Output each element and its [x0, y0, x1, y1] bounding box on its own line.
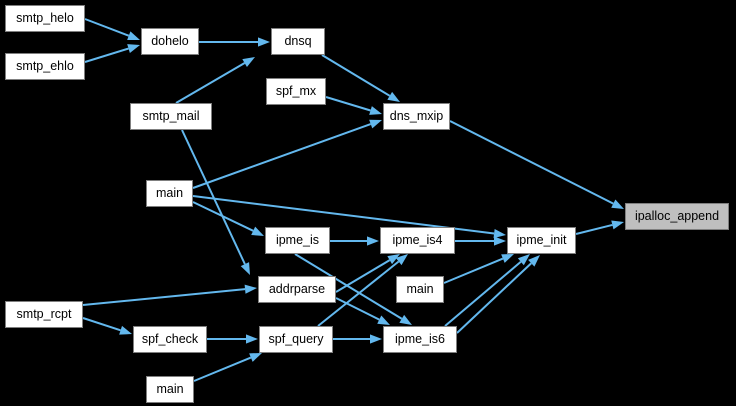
graph-edge-ipme_is-to-ipme_is6	[294, 253, 412, 325]
graph-edge-ipme_is-to-ipme_is4	[330, 236, 379, 246]
graph-edge-dns_mxip-to-ipalloc_append	[449, 120, 624, 209]
graph-node-label: main	[406, 282, 434, 297]
graph-edge-ipme_is6-to-ipme_init	[444, 254, 530, 327]
graph-node-label: spf_query	[268, 332, 324, 347]
graph-edge-smtp_mail-to-dnsq	[175, 57, 255, 104]
graph-edge-smtp_mail-to-addrparse	[181, 129, 250, 275]
graph-node-label: dohelo	[151, 34, 189, 49]
graph-node-ipme_is6[interactable]: ipme_is6	[383, 326, 457, 353]
graph-edge-spf_mx-to-dns_mxip	[325, 96, 382, 115]
graph-node-label: smtp_rcpt	[16, 307, 72, 322]
graph-edge-dnsq-to-dns_mxip	[321, 54, 400, 102]
graph-node-label: smtp_ehlo	[16, 59, 74, 74]
graph-node-main_bottom[interactable]: main	[146, 376, 194, 403]
graph-edge-spf_query-to-ipme_is6	[333, 334, 382, 344]
graph-edge-addrparse-to-ipme_is6	[335, 297, 390, 325]
graph-node-label: ipme_init	[516, 233, 567, 248]
graph-edge-smtp_rcpt-to-spf_check	[82, 317, 132, 335]
graph-node-label: dnsq	[284, 34, 312, 49]
graph-node-dns_mxip[interactable]: dns_mxip	[383, 103, 450, 130]
graph-node-label: smtp_helo	[16, 11, 74, 26]
graph-node-dnsq[interactable]: dnsq	[271, 28, 325, 55]
graph-edge-ipme_is6-to-ipme_init	[456, 255, 540, 334]
graph-edge-ipme_init-to-ipalloc_append	[575, 220, 624, 235]
graph-edge-addrparse-to-ipme_is4	[335, 254, 400, 293]
graph-node-smtp_ehlo[interactable]: smtp_ehlo	[5, 53, 85, 80]
graph-node-ipme_init[interactable]: ipme_init	[507, 227, 576, 254]
graph-node-smtp_rcpt[interactable]: smtp_rcpt	[5, 301, 83, 328]
graph-node-ipalloc_append[interactable]: ipalloc_append	[625, 203, 729, 230]
graph-node-main_center[interactable]: main	[396, 276, 444, 303]
graph-edge-main_mid-to-dns_mxip	[192, 119, 382, 189]
graph-node-label: main	[155, 186, 184, 201]
graph-node-label: smtp_mail	[142, 109, 200, 124]
graph-node-label: ipalloc_append	[634, 209, 720, 224]
graph-edge-smtp_rcpt-to-addrparse	[82, 284, 257, 306]
graph-node-dohelo[interactable]: dohelo	[141, 28, 199, 55]
graph-node-smtp_helo[interactable]: smtp_helo	[5, 5, 85, 32]
graph-edge-main_bottom-to-spf_query	[193, 353, 262, 382]
graph-node-label: addrparse	[268, 282, 326, 297]
graph-node-addrparse[interactable]: addrparse	[258, 276, 336, 303]
graph-node-spf_check[interactable]: spf_check	[133, 326, 207, 353]
graph-node-label: main	[156, 382, 184, 397]
graph-node-label: ipme_is	[275, 233, 320, 248]
graph-node-label: spf_check	[141, 332, 199, 347]
graph-edge-smtp_ehlo-to-dohelo	[84, 44, 140, 63]
graph-node-label: spf_mx	[275, 84, 317, 99]
graph-edge-spf_check-to-spf_query	[207, 334, 258, 344]
graph-node-label: ipme_is6	[394, 332, 446, 347]
graph-edge-ipme_is4-to-ipme_init	[455, 236, 506, 246]
graph-node-spf_mx[interactable]: spf_mx	[266, 78, 326, 105]
graph-edge-dohelo-to-dnsq	[199, 37, 270, 47]
graph-edge-spf_query-to-ipme_is4	[317, 254, 408, 327]
graph-node-label: ipme_is4	[392, 233, 443, 248]
graph-node-main_mid[interactable]: main	[146, 180, 193, 207]
graph-edge-smtp_helo-to-dohelo	[84, 18, 140, 41]
graph-node-smtp_mail[interactable]: smtp_mail	[130, 103, 212, 130]
graph-node-ipme_is4[interactable]: ipme_is4	[380, 227, 455, 254]
graph-node-spf_query[interactable]: spf_query	[259, 326, 333, 353]
graph-edge-main_center-to-ipme_init	[443, 254, 514, 284]
graph-node-label: dns_mxip	[389, 109, 444, 124]
graph-node-ipme_is[interactable]: ipme_is	[265, 227, 330, 254]
graph-edge-main_mid-to-ipme_init	[192, 195, 506, 239]
